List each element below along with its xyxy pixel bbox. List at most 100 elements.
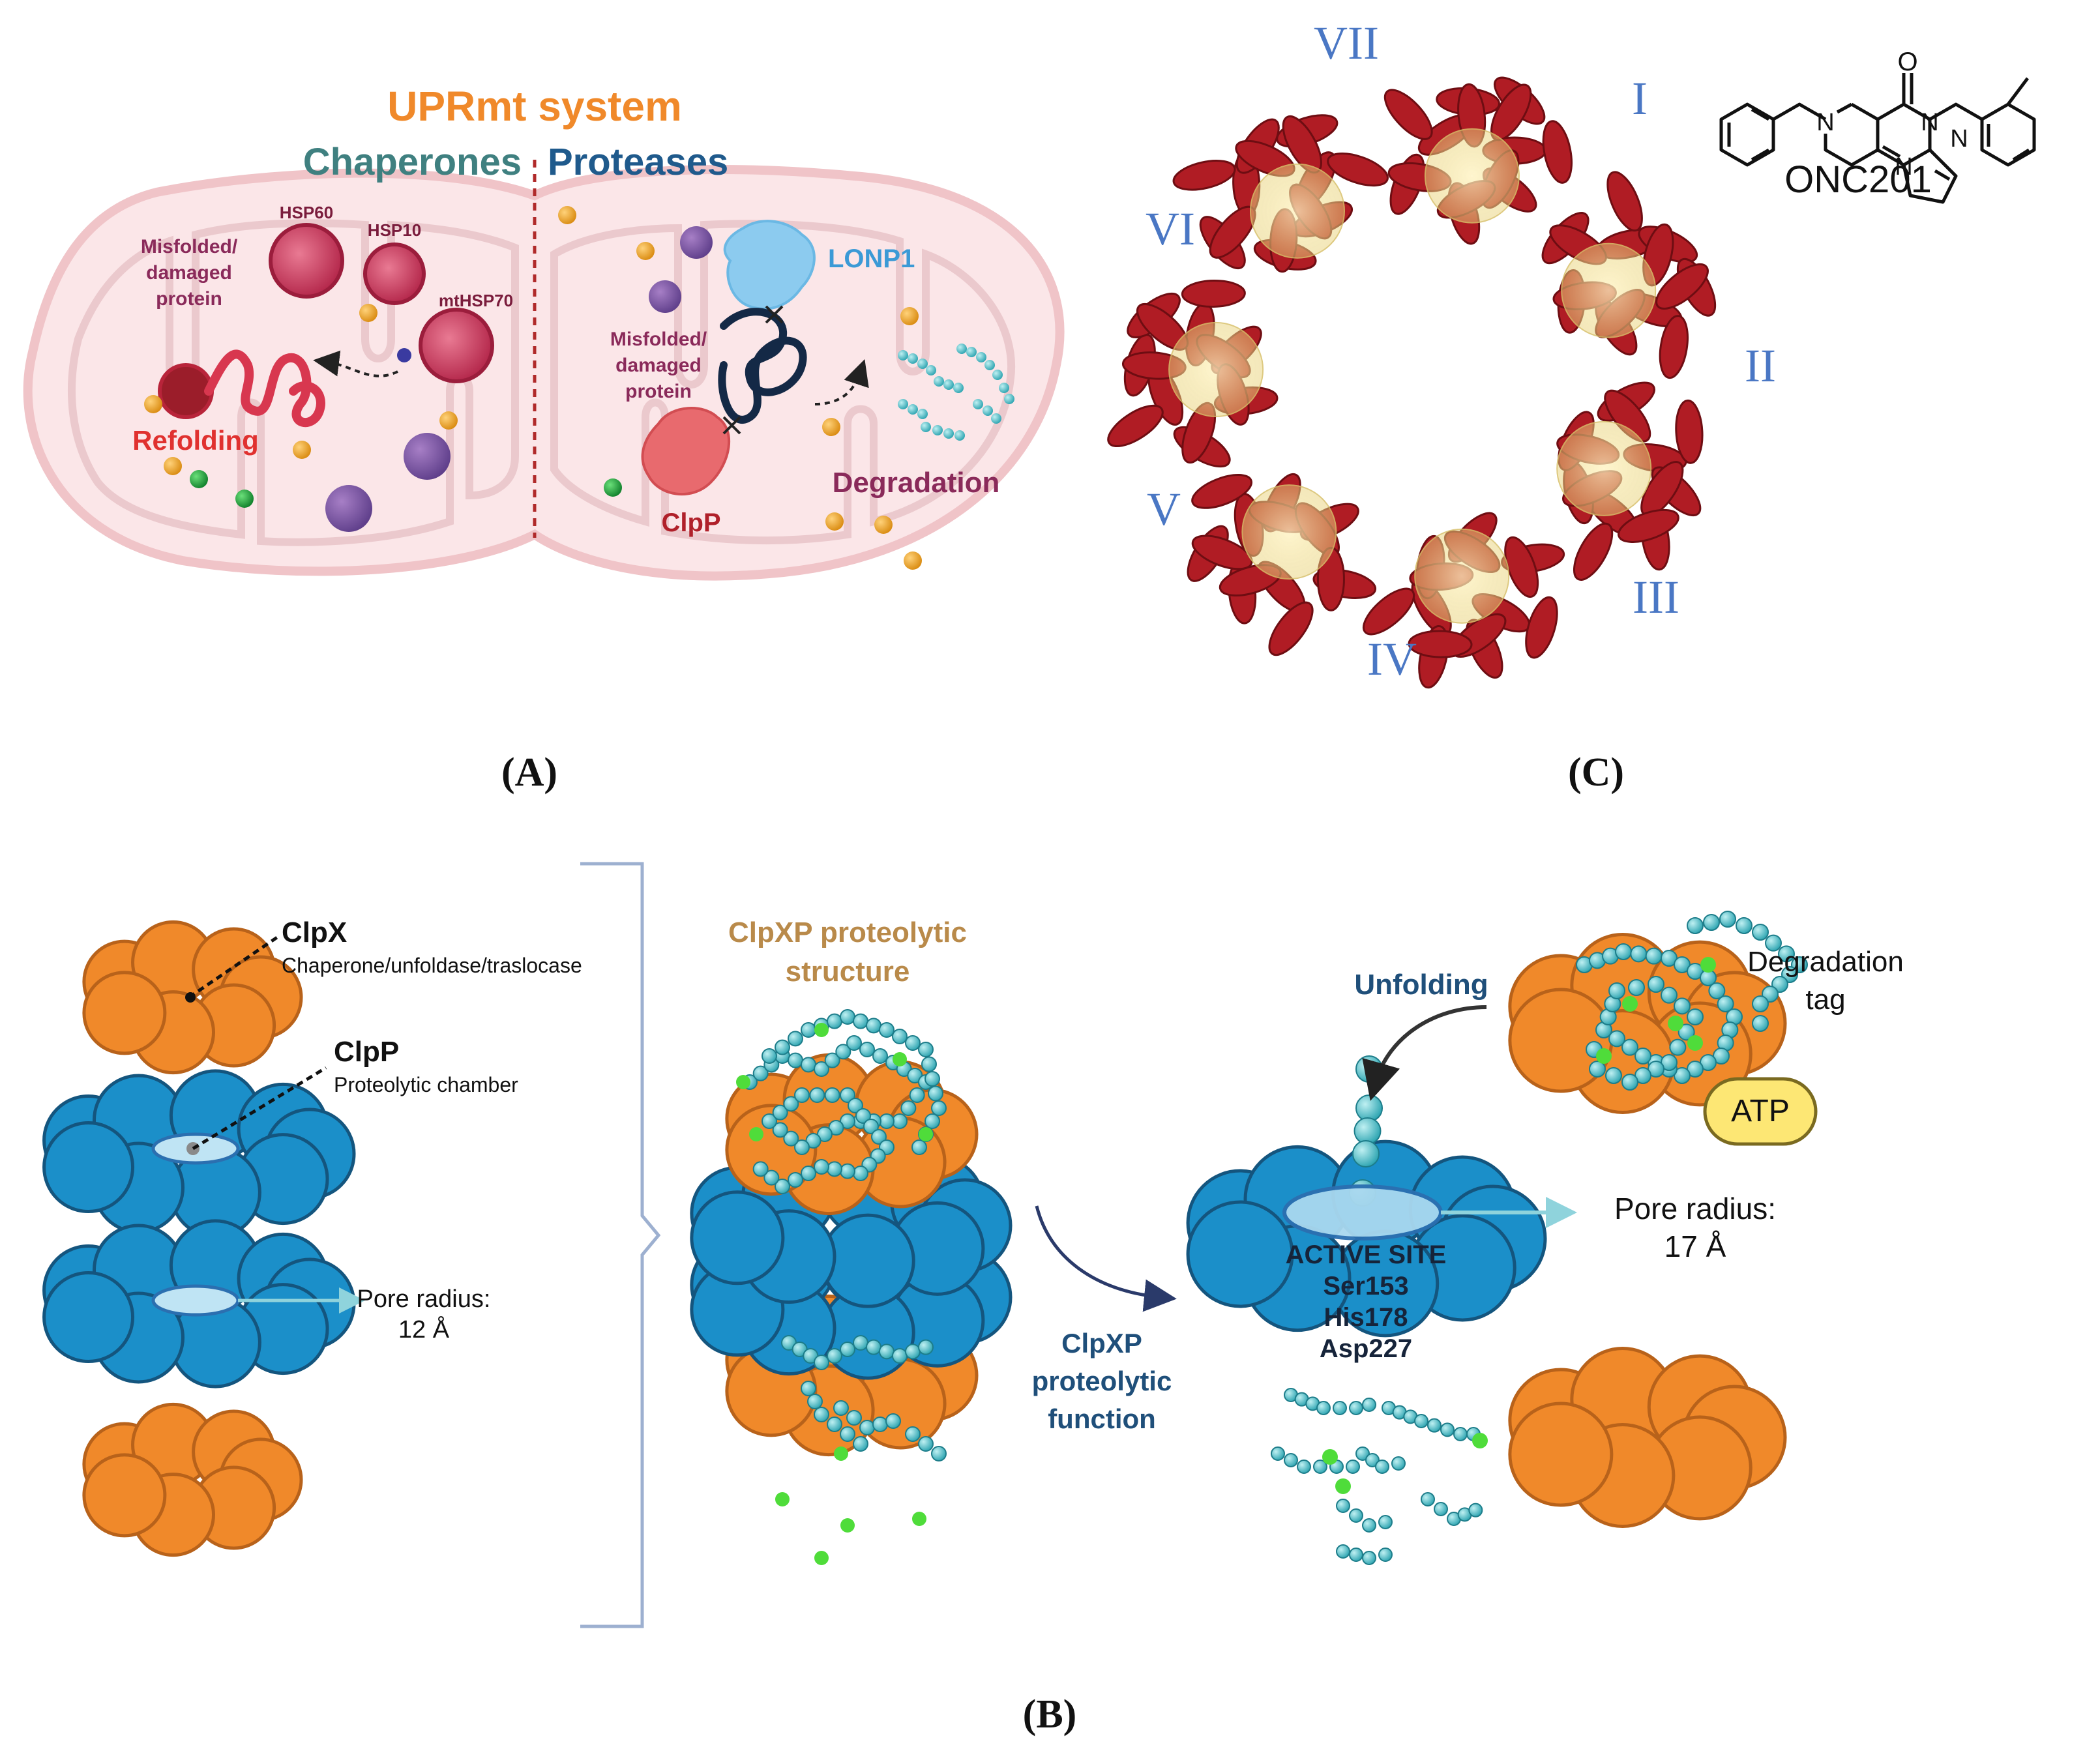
- proteases-header: Proteases: [548, 141, 728, 183]
- peptide-bead: [1362, 1518, 1376, 1533]
- scissors-top-icon: [765, 305, 784, 324]
- mthsp70-label: mtHSP70: [439, 291, 513, 310]
- peptide-bead: [788, 1031, 803, 1047]
- peptide-bead: [824, 1087, 840, 1103]
- pore-right-l2: 17 Å: [1664, 1229, 1726, 1263]
- panel-c-label: (C): [1568, 750, 1624, 795]
- peptide-bead: [1336, 1544, 1350, 1559]
- numeral-i: I: [1632, 72, 1648, 125]
- misfolded-left-l2: damaged: [146, 262, 232, 284]
- peptide-bead: [1678, 1023, 1695, 1041]
- function-l1: ClpXP: [1061, 1328, 1142, 1358]
- degradation-tag-dot: [1335, 1478, 1351, 1494]
- peptide-bead: [1453, 1427, 1468, 1441]
- peptide-bead: [866, 1018, 881, 1034]
- peptide-bead: [775, 1179, 790, 1194]
- peptide-bead: [827, 1348, 842, 1364]
- peptide-bead: [1634, 1048, 1651, 1064]
- peptide-bead: [1621, 1038, 1638, 1056]
- misfolded-left-l3: protein: [156, 288, 222, 310]
- clpp-subtitle: Proteolytic chamber: [334, 1073, 518, 1096]
- peptide-bead: [846, 1035, 862, 1051]
- peptide-bead: [827, 1013, 842, 1029]
- onc201-atom-n3: N: [1895, 153, 1912, 181]
- panel-c: VII I VI II V III IV: [1107, 17, 2036, 795]
- right-pore: [1282, 1184, 1443, 1241]
- clpp-monomer: [1172, 114, 1389, 273]
- peptide-bead: [840, 1087, 855, 1103]
- right-clpx-bottom: [1508, 1347, 1787, 1528]
- peptide-bead: [783, 1096, 799, 1112]
- peptide-bead: [924, 1071, 940, 1087]
- peptide-bead: [921, 1056, 937, 1072]
- panel-b: ClpX Chaperone/unfoldase/traslocase ClpP…: [42, 862, 1904, 1737]
- peptide-bead: [909, 1087, 925, 1103]
- peptide-bead: [853, 1013, 868, 1029]
- lonp1-label: LONP1: [828, 244, 915, 273]
- degradation-tag-dot: [834, 1446, 848, 1461]
- clpp-label-a: ClpP: [661, 508, 720, 537]
- peptide-bead: [1703, 914, 1720, 931]
- clpp-monomer: [1383, 76, 1573, 245]
- degradation-tag-dot: [840, 1518, 855, 1533]
- degradation-tag-dot: [1596, 1048, 1612, 1064]
- peptide-bead: [1661, 986, 1678, 1004]
- panel-a-title: UPRmt system: [387, 83, 682, 130]
- clpx-ring-top: [82, 920, 303, 1075]
- peptide-bead: [918, 1042, 934, 1057]
- degradation-tag-dot: [1687, 1035, 1703, 1051]
- hsp60-label: HSP60: [280, 203, 333, 222]
- deg-tag-l2: tag: [1805, 984, 1845, 1016]
- pore-right-l1: Pore radius:: [1614, 1192, 1776, 1226]
- peptide-bead: [905, 1343, 921, 1360]
- peptide-bead: [1336, 1499, 1350, 1513]
- peptide-bead: [879, 1343, 895, 1360]
- degradation-tag-dot: [1322, 1449, 1338, 1465]
- peptide-bead: [918, 1436, 934, 1452]
- peptide-bead: [1362, 1398, 1376, 1412]
- solute-balls-left: [144, 304, 458, 532]
- peptide-bead: [1421, 1492, 1435, 1506]
- bracket: [580, 862, 661, 1628]
- clpp-lower-pore: [151, 1284, 240, 1317]
- structure-l1: ClpXP proteolytic: [728, 917, 967, 948]
- peptide-bead: [1608, 1030, 1625, 1048]
- misfolded-right-l1: Misfolded/: [610, 329, 707, 350]
- solute-balls-right: [558, 206, 922, 570]
- misfolded-left-l1: Misfolded/: [141, 236, 238, 257]
- peptide-bead: [1365, 1453, 1380, 1467]
- peptide-bead: [892, 1113, 908, 1129]
- peptide-bead: [892, 1348, 908, 1364]
- peptide-bead: [763, 1169, 780, 1186]
- peptide-bead: [1621, 1074, 1638, 1091]
- peptide-bead: [1615, 943, 1632, 960]
- peptide-bead: [840, 1163, 855, 1179]
- clpp-blob: [641, 407, 731, 496]
- peptide-bead: [879, 1022, 895, 1038]
- peptide-bead: [863, 1119, 879, 1134]
- peptide-bead: [775, 1039, 790, 1055]
- peptide-bead: [1674, 997, 1691, 1015]
- degradation-tag-dot: [1700, 957, 1716, 973]
- peptide-bead: [853, 1166, 868, 1181]
- peptide-bead: [911, 1139, 927, 1155]
- numeral-v: V: [1147, 483, 1181, 535]
- peptide-bead: [859, 1420, 875, 1435]
- peptide-bead: [1333, 1401, 1347, 1415]
- active-site-l4: Asp227: [1320, 1334, 1412, 1363]
- peptide-bead: [1687, 917, 1704, 934]
- clpp-subunit: [690, 1190, 785, 1285]
- peptide-bead: [1414, 1414, 1428, 1428]
- clpx-pointer: [188, 935, 278, 999]
- peptide-bead: [892, 1029, 908, 1044]
- peptide-bead: [1778, 945, 1795, 963]
- function-l3: function: [1048, 1403, 1156, 1434]
- peptide-bead: [827, 1161, 842, 1177]
- structure-l2: structure: [786, 956, 910, 988]
- peptide-bead: [1375, 1460, 1389, 1474]
- peptide-bead: [783, 1130, 799, 1147]
- active-site-l2: Ser153: [1323, 1272, 1408, 1300]
- peptide-bead: [1378, 1548, 1393, 1562]
- peptide-bead: [931, 1100, 947, 1116]
